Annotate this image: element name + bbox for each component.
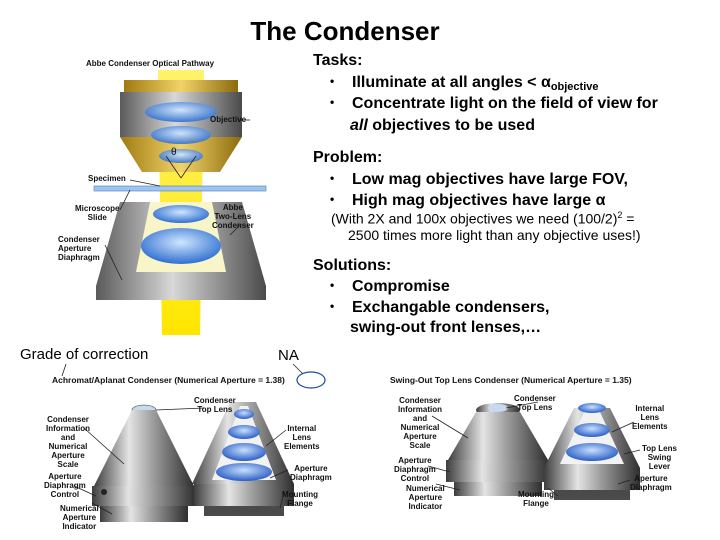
label-microscope-slide: Microscope Slide [75, 204, 120, 222]
tasks-item-2-cont: all objectives to be used [350, 117, 535, 134]
problem-item-1: •Low mag objectives have large FOV, [330, 171, 628, 188]
achromat-condenser-figure: Achromat/Aplanat Condenser (Numerical Ap… [44, 368, 340, 536]
bullet: • [330, 192, 335, 206]
page-title: The Condenser [250, 16, 440, 46]
solutions-item-2: •Exchangable condensers, [330, 299, 550, 316]
bullet: • [330, 299, 335, 313]
bullet: • [330, 171, 335, 185]
condenser-lens-2 [141, 228, 221, 264]
problem-note-line-2: 2500 times more light than any objective… [348, 227, 641, 243]
achromat-label-aperture-control: Aperture Diaphragm Control [44, 472, 86, 499]
solutions-heading: Solutions: [313, 257, 392, 274]
swing-out-condenser-diagram [427, 401, 641, 500]
objective-top [124, 80, 238, 92]
problem-note-line-1: (With 2X and 100x objectives we need (10… [331, 210, 635, 227]
achromat-label-top-lens: Condenser Top Lens [194, 396, 236, 414]
swing-label-swing-lever: Top Lens Swing Lever [642, 444, 677, 471]
bullet: • [330, 278, 335, 292]
solutions-item-1: •Compromise [330, 278, 450, 295]
bullet: • [330, 74, 335, 88]
achromat-ring [92, 486, 196, 506]
problem-heading: Problem: [313, 149, 383, 166]
caption-na: NA [278, 347, 299, 364]
achromat-label-aperture-diaphragm: Aperture Diaphragm [290, 464, 332, 482]
condenser-base [96, 286, 266, 300]
swing-out-condenser-figure: Swing-Out Top Lens Condenser (Numerical … [388, 368, 688, 518]
achromat-base [100, 506, 188, 522]
problem-item-2: •High mag objectives have large α [330, 192, 606, 209]
abbe-condenser-diagram [93, 70, 267, 335]
solutions-item-2-cont: swing-out front lenses,… [350, 319, 542, 336]
tasks-item-1: •Illuminate at all angles < αobjective [330, 74, 599, 93]
objective-lens-3 [159, 149, 203, 163]
caption-grade-of-correction: Grade of correction [20, 346, 149, 363]
abbe-condenser-figure: Abbe Condenser Optical Pathway [50, 50, 310, 335]
tasks-heading: Tasks: [313, 52, 363, 69]
achromat-label-info-scale: Condenser Information and Numerical Aper… [46, 415, 90, 469]
achromat-condenser-diagram [73, 371, 326, 522]
abbe-figure-title: Abbe Condenser Optical Pathway [86, 59, 215, 68]
swing-cone [448, 412, 548, 460]
swing-label-info-scale: Condenser Information and Numerical Aper… [398, 396, 442, 450]
label-condenser-aperture-diaphragm: Condenser Aperture Diaphragm [58, 235, 100, 262]
microscope-slide [93, 185, 267, 192]
swing-figure-title: Swing-Out Top Lens Condenser (Numerical … [390, 375, 632, 385]
swing-label-internal-lens: Internal Lens Elements [632, 404, 668, 431]
achromat-figure-title: Achromat/Aplanat Condenser (Numerical Ap… [52, 375, 285, 385]
swing-label-mounting-flange: Mounting Flange [518, 490, 554, 508]
swing-label-top-lens: Condenser Top Lens [514, 394, 556, 412]
na-highlight-oval [296, 371, 326, 389]
achromat-cone [94, 410, 194, 486]
swing-label-aperture-control: Aperture Diaphragm Control [394, 456, 436, 483]
swing-label-na-indicator: Numerical Aperture Indicator [406, 484, 445, 511]
label-specimen: Specimen [88, 174, 126, 183]
achromat-label-internal-lens: Internal Lens Elements [284, 424, 320, 451]
bullet: • [330, 95, 335, 109]
label-objective: Objective [210, 115, 247, 124]
swing-label-aperture-diaphragm: Aperture Diaphragm [630, 474, 672, 492]
achromat-label-mounting-flange: Mounting Flange [282, 490, 318, 508]
objective-lens-2 [151, 126, 211, 144]
caption-pointers [61, 363, 304, 377]
condenser-lens-1 [153, 205, 209, 223]
achromat-label-na-indicator: Numerical Aperture Indicator [60, 504, 99, 531]
objective-lens-1 [145, 102, 217, 122]
theta-symbol: θ [171, 147, 177, 158]
tasks-item-2: •Concentrate light on the field of view … [330, 95, 658, 112]
label-abbe-two-lens-condenser: Abbe Two-Lens Condenser [212, 203, 254, 230]
